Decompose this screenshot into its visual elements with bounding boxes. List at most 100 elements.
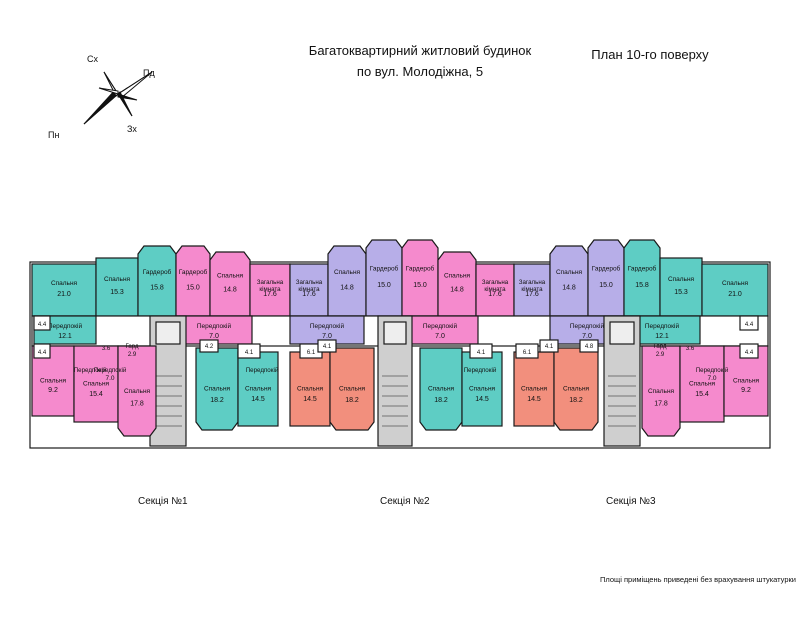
hall <box>289 315 365 345</box>
room-area: 14.5 <box>251 396 265 403</box>
hall-label: Передпокій <box>197 322 232 330</box>
hall-label: Передпокій <box>48 322 83 330</box>
room-area: 18.2 <box>434 397 448 404</box>
room-label: Гардероб <box>143 268 172 276</box>
hall-label-small: Передпокій <box>246 367 279 374</box>
gard-label: Гард <box>654 344 667 350</box>
hall-area: 12.1 <box>58 333 72 340</box>
hall-area: 12.1 <box>655 333 669 340</box>
room-area: 15.0 <box>186 284 200 291</box>
room <box>209 251 251 317</box>
room-label: Спальня <box>556 269 583 276</box>
hall-area: 7.0 <box>582 333 592 340</box>
room-area: 18.2 <box>569 397 583 404</box>
room-label: Спальня <box>722 280 749 287</box>
room-area: 17.6 <box>263 291 277 298</box>
room-label: Загальна <box>296 279 323 286</box>
hall-label: Передпокій <box>570 322 605 330</box>
room <box>623 239 661 317</box>
room-label: кімната <box>298 286 320 293</box>
room-label: Спальня <box>469 385 496 392</box>
utility-area: 4.4 <box>38 322 47 328</box>
room-area: 15.4 <box>89 391 103 398</box>
utility-area: 4.4 <box>38 350 47 356</box>
hall-label: Передпокій <box>310 322 345 330</box>
room <box>329 347 375 431</box>
room <box>401 239 439 317</box>
room-area: 17.6 <box>525 291 539 298</box>
room-label: Спальня <box>334 269 361 276</box>
room <box>73 345 119 423</box>
room <box>659 257 703 317</box>
room-area: 15.8 <box>150 284 164 291</box>
room <box>137 245 177 317</box>
room-area: 9.2 <box>48 387 58 394</box>
hall <box>175 315 253 345</box>
room-area: 14.5 <box>527 396 541 403</box>
utility-area: 4.1 <box>477 350 486 356</box>
room-label: Спальня <box>124 388 151 395</box>
room-label: Спальня <box>339 386 366 393</box>
room-area: 17.8 <box>654 400 668 407</box>
room-area: 9.2 <box>741 387 751 394</box>
utility-room <box>739 315 759 331</box>
room-label: Спальня <box>40 377 67 384</box>
utility-area: 6.1 <box>307 350 316 356</box>
building-address: по вул. Молодіжна, 5 <box>356 64 484 79</box>
gard-label: Гард <box>126 344 139 350</box>
room-label: Спальня <box>648 388 675 395</box>
utility-area: 4.1 <box>245 350 254 356</box>
utility-room <box>317 339 337 353</box>
room <box>327 245 367 317</box>
room-label: Спальня <box>689 381 716 388</box>
building-title: Багатоквартирний житловий будинок <box>308 43 532 58</box>
hall <box>401 315 479 345</box>
room-area: 17.8 <box>130 400 144 407</box>
utility-room <box>33 343 51 359</box>
utility-area: 6.1 <box>523 350 532 356</box>
room <box>237 351 279 427</box>
gard-area: 2.9 <box>128 352 137 358</box>
room-label: Спальня <box>444 273 471 280</box>
gard-area: 2.9 <box>656 352 665 358</box>
hall-label: Передпокій <box>645 322 680 330</box>
utility-room <box>579 339 599 353</box>
room-area: 15.8 <box>635 282 649 289</box>
utility-room <box>739 343 759 359</box>
floor-plan-title: План 10-го поверху <box>591 47 709 62</box>
wardrobe-area: 3.6 <box>686 346 695 352</box>
room-label: Спальня <box>521 385 548 392</box>
room-area: 14.5 <box>303 396 317 403</box>
section-1-label: Секція №1 <box>138 496 188 507</box>
room-area: 15.0 <box>377 282 391 289</box>
room <box>437 251 477 317</box>
room-area: 17.6 <box>302 291 316 298</box>
room-area: 14.5 <box>475 396 489 403</box>
room-area: 21.0 <box>57 291 71 298</box>
utility-room <box>237 343 261 359</box>
room-area: 18.2 <box>345 397 359 404</box>
compass-east-label: Сх <box>87 54 98 64</box>
lift <box>383 321 407 345</box>
room-area: 14.8 <box>340 284 354 291</box>
room-label: Спальня <box>428 386 455 393</box>
room-label: Гардероб <box>179 268 208 276</box>
room <box>513 351 555 427</box>
room-area: 17.6 <box>488 291 502 298</box>
room-label: Гардероб <box>370 264 399 272</box>
footnote: Площі приміщень приведені без врахування… <box>600 575 796 584</box>
room-label: Загальна <box>482 279 509 286</box>
utility-area: 4.4 <box>745 322 754 328</box>
hall-area-small: 7.0 <box>105 375 114 382</box>
room-label: Спальня <box>733 377 760 384</box>
room-label: Спальня <box>51 280 78 287</box>
utility-area: 4.4 <box>745 350 754 356</box>
hall-area-small: 7.0 <box>707 375 716 382</box>
room <box>95 257 139 317</box>
room-label: кімната <box>259 286 281 293</box>
room-label: Спальня <box>563 386 590 393</box>
compass-south-label: Пд <box>143 68 155 78</box>
room-area: 15.3 <box>110 289 124 296</box>
room-label: Загальна <box>257 279 284 286</box>
room-label: Спальня <box>217 273 244 280</box>
